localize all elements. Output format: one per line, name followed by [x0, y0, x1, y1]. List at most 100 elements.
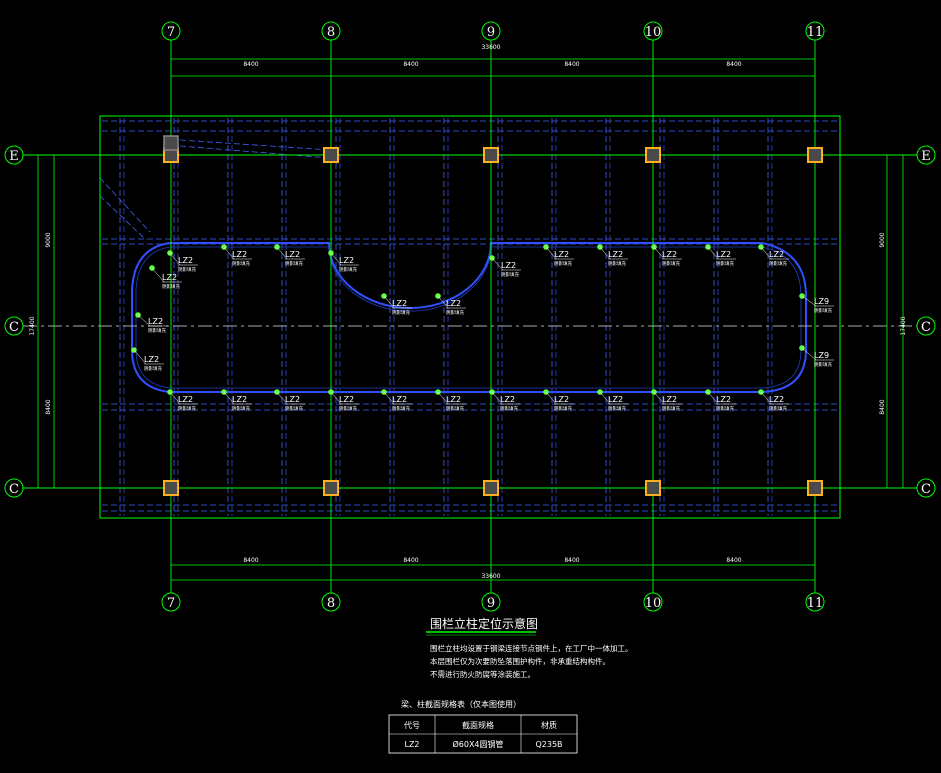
- leader-line: [653, 246, 665, 260]
- post-label-top: LZ2: [769, 250, 784, 259]
- leader-line: [383, 295, 395, 309]
- post-label-bottom: LZ2: [500, 395, 515, 404]
- steel-column: [323, 147, 339, 163]
- post-label-bottom: LZ2: [554, 395, 569, 404]
- leader-line: [545, 391, 557, 405]
- floor-boundary: [99, 115, 841, 519]
- post-label-bottom: LZ2: [662, 395, 677, 404]
- axis-bubbles-left: E C C: [4, 145, 24, 498]
- post-label-top-sub: 阴影填充: [662, 260, 680, 267]
- diagonal-beam: [179, 145, 331, 159]
- axis-label-right-E: E: [921, 149, 931, 164]
- post-label-top: LZ2: [232, 250, 247, 259]
- axis-label-top-10: 10: [645, 25, 662, 40]
- post-label-arc: LZ2: [392, 299, 407, 308]
- post-label-top: LZ2: [716, 250, 731, 259]
- drawing-title: 围栏立柱定位示意图: [430, 616, 538, 631]
- post-label-bottom: LZ2: [446, 395, 461, 404]
- post-label-bottom-sub: 阴影填充: [554, 405, 572, 412]
- post-label-bottom-sub: 阴影填充: [339, 405, 357, 412]
- leader-line: [491, 257, 504, 271]
- leader-line: [599, 391, 611, 405]
- post-label-bottom: LZ2: [232, 395, 247, 404]
- dim-top-total: 33600: [481, 44, 500, 51]
- axis-label-top-7: 7: [167, 25, 175, 40]
- axis-bubbles-bottom: 7 8 9 10 11: [161, 592, 825, 612]
- post-label-top: LZ2: [285, 250, 300, 259]
- post-label-top-sub: 阴影填充: [501, 271, 519, 278]
- post-label-arc-sub: 阴影填充: [392, 309, 410, 316]
- axis-label-right-C2: C: [921, 482, 931, 497]
- post-label-bottom: LZ2: [339, 395, 354, 404]
- axis-label-left-C1: C: [9, 320, 19, 335]
- post-label-bottom: LZ2: [285, 395, 300, 404]
- table-cell-section: Ø60X4圆钢管: [452, 739, 503, 749]
- post-label-top-sub: 阴影填充: [554, 260, 572, 267]
- railing-outline: [131, 242, 807, 393]
- post-label-bottom: LZ2: [769, 395, 784, 404]
- post-label-top-sub: 阴影填充: [608, 260, 626, 267]
- table-cell-material: Q235B: [535, 740, 562, 749]
- post-label-right: LZ9: [814, 297, 829, 306]
- post-label-bottom-sub: 阴影填充: [446, 405, 464, 412]
- leader-line: [169, 391, 181, 405]
- steel-column: [807, 147, 823, 163]
- dimension-texts: 33600 8400 8400 8400 8400 8400 8400 8400…: [29, 44, 907, 580]
- title-block: 围栏立柱定位示意图 围栏立柱均设置于钢梁连接节点钢件上，在工厂中一体加工。 本层…: [426, 616, 633, 679]
- axis-label-bottom-8: 8: [327, 596, 335, 611]
- steel-column: [645, 147, 661, 163]
- axis-label-top-8: 8: [327, 25, 335, 40]
- post-label-bottom-sub: 阴影填充: [769, 405, 787, 412]
- leader-line: [437, 391, 449, 405]
- dim-bottom-span-4: 8400: [726, 557, 741, 564]
- diagonal-beam: [99, 195, 147, 241]
- post-label-bottom-sub: 阴影填充: [662, 405, 680, 412]
- leader-line: [437, 295, 449, 309]
- post-label-left-sub: 阴影填充: [162, 283, 180, 290]
- dim-left-span-2: 8400: [45, 399, 52, 414]
- leader-line: [707, 391, 719, 405]
- dim-bottom-span-3: 8400: [564, 557, 579, 564]
- post-label-bottom-sub: 阴影填充: [716, 405, 734, 412]
- note-line-2: 本层围栏仅为次要防坠落围护构件，非承重结构构件。: [430, 656, 610, 666]
- axis-bubbles-top: 7 8 9 10 11: [161, 21, 825, 41]
- dim-bottom-span-2: 8400: [403, 557, 418, 564]
- table-header-section: 截面规格: [462, 720, 494, 730]
- railing-outline-inner: [135, 246, 802, 389]
- steel-column: [483, 480, 499, 496]
- steel-column: [323, 480, 339, 496]
- post-label-top-sub: 阴影填充: [285, 260, 303, 267]
- post-label-top-sub: 阴影填充: [178, 266, 196, 273]
- axis-label-right-C1: C: [921, 320, 931, 335]
- post-label-top-sub: 阴影填充: [716, 260, 734, 267]
- dim-right-total: 17400: [900, 316, 907, 335]
- leader-line: [151, 267, 165, 283]
- axis-label-top-11: 11: [807, 25, 824, 40]
- leader-line: [491, 391, 503, 405]
- post-label-right-sub: 阴影填充: [814, 361, 832, 368]
- diagonal-beam: [179, 139, 331, 151]
- post-label-left: LZ2: [144, 355, 159, 364]
- post-label-bottom-sub: 阴影填充: [500, 405, 518, 412]
- post-label-top-sub: 阴影填充: [769, 260, 787, 267]
- post-label-bottom: LZ2: [392, 395, 407, 404]
- steel-column: [645, 480, 661, 496]
- note-line-3: 不需进行防火防腐等涂装施工。: [430, 669, 535, 679]
- dim-left-total: 17400: [29, 316, 36, 335]
- dim-top-span-2: 8400: [403, 61, 418, 68]
- post-label-bottom: LZ2: [178, 395, 193, 404]
- post-label-arc: LZ2: [446, 299, 461, 308]
- leader-line: [653, 391, 665, 405]
- dim-right-span-2: 8400: [879, 399, 886, 414]
- post-label-right: LZ9: [814, 351, 829, 360]
- post-label-top: LZ2: [662, 250, 677, 259]
- leader-line: [801, 295, 817, 307]
- axis-label-left-E: E: [9, 149, 19, 164]
- post-label-top: LZ2: [554, 250, 569, 259]
- leader-line: [760, 246, 772, 260]
- leader-line: [276, 391, 288, 405]
- leader-line: [707, 246, 719, 260]
- post-label-top-sub: 阴影填充: [339, 266, 357, 273]
- steel-column: [807, 480, 823, 496]
